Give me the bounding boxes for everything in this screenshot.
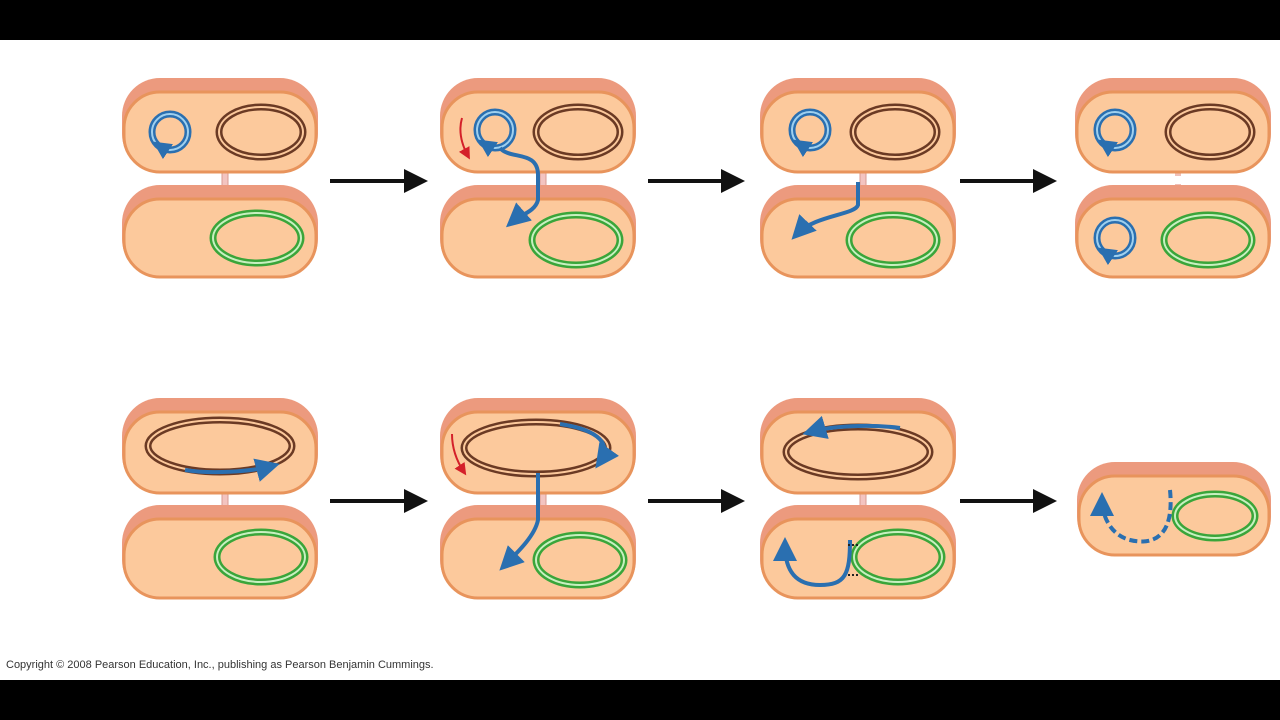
- cell-cytoplasm: [1075, 90, 1271, 174]
- donor-chromosome-inner: [852, 106, 938, 158]
- cell-cytoplasm: [760, 517, 956, 600]
- rolling-circle-arrow-icon: [451, 433, 467, 476]
- cell-cytoplasm: [122, 197, 318, 279]
- plasmid-direction-icon: [478, 139, 498, 158]
- transferred-dna-strand: [773, 537, 852, 588]
- rolling-circle-arrow-icon: [458, 117, 470, 160]
- transferred-dna-strand: [1090, 489, 1173, 544]
- donor-chromosome-inner: [1167, 106, 1253, 158]
- bacterial-cell: [1075, 185, 1271, 279]
- transferred-dna-strand: [791, 182, 860, 240]
- recipient-chromosome-inner: [531, 214, 621, 266]
- donor-chromosome-inner: [535, 106, 621, 158]
- recipient-chromosome-inner: [848, 214, 938, 266]
- recipient-chromosome-inner: [216, 531, 306, 583]
- cell-cytoplasm: [760, 197, 956, 279]
- plasmid-direction-icon: [793, 139, 813, 158]
- bacterial-cell: [122, 185, 318, 279]
- recipient-chromosome-inner: [853, 531, 943, 583]
- plasmid-direction-icon: [1098, 247, 1118, 266]
- copyright-notice: Copyright © 2008 Pearson Education, Inc.…: [6, 659, 434, 671]
- cell-cytoplasm: [1075, 197, 1271, 279]
- transferred-dna-strand: [498, 146, 540, 228]
- transferred-dna-strand: [559, 422, 620, 469]
- transferred-dna-strand: [184, 458, 280, 482]
- plasmid-direction-icon: [1098, 139, 1118, 158]
- dotted-crossover-lines: [848, 544, 860, 576]
- recipient-chromosome-inner: [1163, 214, 1253, 266]
- transferred-dna-strand: [499, 473, 540, 571]
- recipient-chromosome-inner: [535, 534, 625, 586]
- recipient-chromosome-inner: [212, 212, 302, 264]
- plasmid-direction-icon: [153, 141, 173, 160]
- donor-chromosome-inner: [218, 106, 304, 158]
- cell-cytoplasm: [440, 197, 636, 279]
- recipient-chromosome-inner: [1174, 493, 1256, 539]
- transferred-dna-strand: [802, 415, 901, 439]
